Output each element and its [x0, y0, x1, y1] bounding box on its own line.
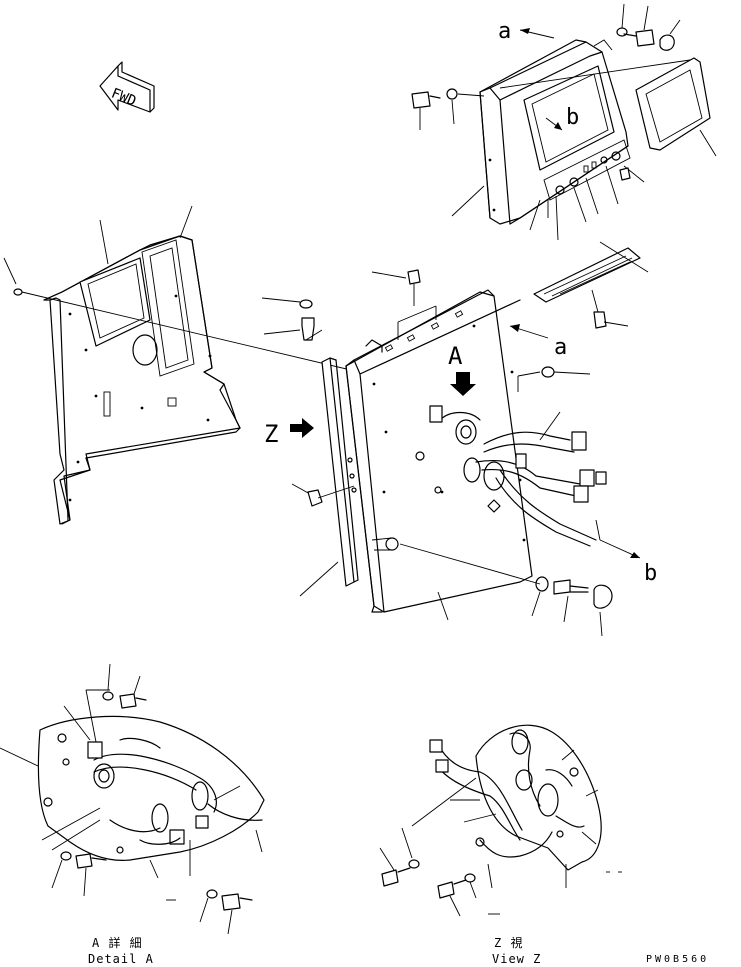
grommet-right — [517, 366, 591, 392]
view-z-view — [379, 724, 622, 917]
detail-a-caption-jp: A 詳 細 — [92, 936, 143, 950]
callout-b-right: b — [644, 561, 657, 586]
view-z-caption-jp: Z 視 — [494, 936, 524, 950]
callout-A-view: A — [448, 342, 463, 370]
detail-a-caption-en: Detail A — [88, 952, 154, 966]
callout-a-top: a — [498, 19, 511, 44]
view-a-arrow-icon — [450, 372, 476, 396]
cover-plate — [43, 235, 241, 525]
screw-top-bracket — [371, 269, 421, 306]
bolt-set-top — [593, 3, 681, 51]
bolt-left-housing — [411, 88, 485, 130]
bezel-frame — [499, 57, 717, 157]
detail-a-view — [0, 663, 265, 935]
view-z-arrow-icon — [290, 418, 314, 438]
side-strip — [299, 357, 359, 597]
view-z-caption-en: View Z — [492, 952, 542, 966]
callout-b-window: b — [566, 105, 579, 130]
callout-Z-view: Z — [264, 420, 278, 448]
callout-arrows — [509, 28, 641, 559]
bolt-set-bottom — [399, 543, 613, 637]
screw-set-left — [261, 297, 355, 507]
drawing-number: PW0B560 — [646, 954, 709, 965]
wiring-harness — [415, 405, 607, 547]
fwd-arrow-icon: FWD — [99, 61, 155, 113]
meter-housing — [451, 39, 645, 241]
callout-a-right: a — [554, 335, 567, 360]
main-panel — [345, 289, 533, 613]
cover-strip — [533, 241, 649, 329]
